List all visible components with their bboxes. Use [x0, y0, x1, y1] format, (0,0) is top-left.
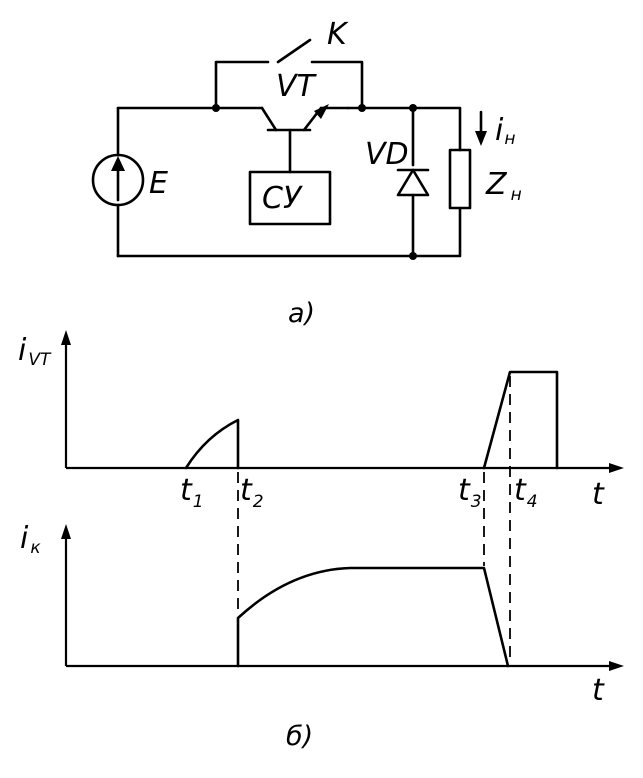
load-current-arrow	[475, 110, 487, 146]
top-waveform-pulse-2	[482, 370, 559, 470]
t1-label: t1	[180, 473, 204, 512]
t1-main: t	[180, 473, 193, 508]
switch-k	[214, 38, 364, 110]
diode-label: VD	[365, 137, 409, 172]
load-resistor	[448, 148, 472, 210]
t3-sub: 3	[471, 492, 482, 512]
load-current-sub: н	[504, 129, 515, 149]
t4-label: t4	[514, 473, 538, 512]
voltage-source	[91, 153, 145, 207]
t4-main: t	[514, 473, 527, 508]
bottom-x-arrow	[609, 661, 624, 671]
source-label: E	[149, 166, 168, 201]
switch-label: K	[327, 17, 349, 52]
transistor-vt	[214, 104, 364, 174]
transistor-label: VT	[276, 69, 318, 104]
load-label-main: Z	[485, 167, 508, 202]
bottom-y-arrow	[61, 524, 71, 539]
bottom-y-label-main: i	[20, 521, 29, 556]
top-y-label-main: i	[18, 333, 27, 368]
load-current-label: iн	[495, 113, 515, 149]
diode-vd	[396, 106, 430, 258]
bottom-x-label: t	[592, 673, 605, 708]
t1-sub: 1	[193, 492, 204, 512]
top-wire	[116, 106, 462, 152]
top-y-label-sub: VT	[28, 350, 52, 370]
t4-sub: 4	[527, 492, 538, 512]
bottom-y-label-sub: к	[30, 538, 41, 558]
caption-a: a)	[288, 298, 315, 329]
bottom-wire	[116, 206, 462, 258]
t3-main: t	[458, 473, 471, 508]
caption-b: б)	[286, 721, 313, 752]
t3-label: t3	[458, 473, 482, 512]
top-y-arrow	[61, 330, 71, 345]
control-unit-label: СУ	[262, 181, 303, 216]
top-waveform-pulse-1	[184, 418, 240, 470]
load-current-main: i	[495, 113, 504, 148]
t2-sub: 2	[253, 492, 264, 512]
top-x-arrow	[609, 463, 624, 473]
t2-label: t2	[240, 473, 264, 512]
control-unit-box	[248, 170, 332, 226]
load-label-sub: н	[511, 185, 522, 205]
bottom-waveform	[236, 566, 510, 668]
t2-main: t	[240, 473, 253, 508]
top-x-label: t	[592, 477, 605, 512]
